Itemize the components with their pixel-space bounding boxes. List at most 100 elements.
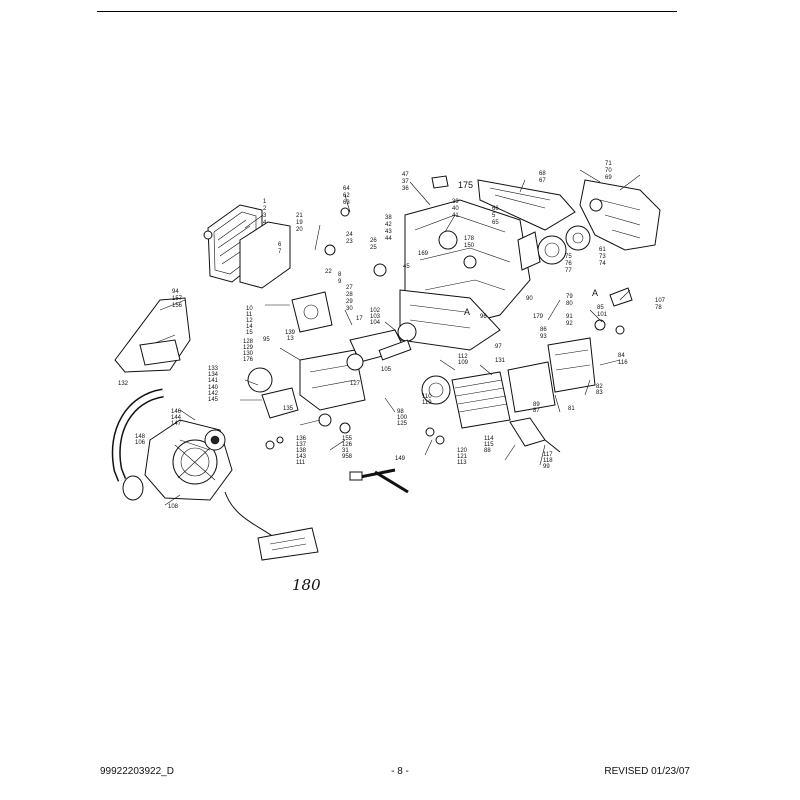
callout: 99 [543,464,550,470]
callout: 10 [246,306,253,312]
cylinder [421,371,511,429]
callout: 148 [135,434,146,440]
manual-decal [224,175,449,561]
callout: 39 [452,199,459,205]
callout: 1 [263,199,267,205]
starter-housing [144,419,233,501]
callout: 179 [533,314,544,320]
callout: 79 [566,294,573,300]
callout: 91 [566,314,573,320]
callout: 147 [171,421,182,427]
callout: 6 [278,242,282,248]
callout: 11 [246,312,253,318]
marker-a: A [464,307,470,317]
callout: 169 [418,251,429,257]
callout: 96 [480,314,487,320]
callout: 31 [342,448,349,454]
callout: 150 [464,243,475,249]
callout: 3 [263,213,267,219]
callout: 85 [597,305,604,311]
handwritten-label: 180 [292,576,321,594]
callout: 19 [296,220,303,226]
callout: 140 [208,385,219,391]
callout: 61 [599,247,606,253]
crankcase [399,199,531,351]
callout: 4 [263,220,267,226]
callout: 69 [605,175,612,181]
callout: 98 [397,409,404,415]
callout: 37 [402,179,409,185]
callout-175: 175 [458,180,473,190]
callout: 65 [492,220,499,226]
callout: 88 [484,448,491,454]
callout: 119 [422,400,432,406]
callout: 120 [457,448,468,454]
callout: 75 [565,254,572,260]
callout: 132 [118,381,129,387]
scrench-tool [349,468,409,494]
callout: 94 [172,289,179,295]
callout: 143 [296,454,307,460]
ignition-coil [509,417,561,453]
callout: 116 [618,360,628,366]
footer-page-number: - 8 - [391,766,409,777]
callout: 62 [343,193,350,199]
callout: 130 [243,351,254,357]
callout: 178 [464,236,475,242]
callout: 136 [296,436,307,442]
callout: 135 [283,406,294,412]
callout: 73 [599,254,606,260]
callout: 68 [539,171,546,177]
callout: 142 [208,391,219,397]
callout: 117 [543,452,553,458]
callout: 29 [346,299,353,305]
callout: 38 [385,215,392,221]
muffler [507,337,596,413]
callout: 9 [338,279,342,285]
callout: 125 [397,421,408,427]
callout: 127 [350,381,361,387]
callout: 42 [385,222,392,228]
callout: 156 [172,303,183,309]
leader-lines [159,169,641,506]
callout: 141 [208,378,219,384]
callout: 63 [343,200,350,206]
callout: 20 [296,227,303,233]
callout: 44 [385,236,392,242]
callout: 64 [343,186,350,192]
front-hand-guard [114,297,191,373]
callout-labels: 71 70 69 68 67 47 37 36 64 62 63 1 2 3 4… [118,161,666,510]
callout: 36 [402,186,409,192]
clutch-assembly [517,225,591,271]
callout: 81 [568,406,575,412]
callout: 23 [346,239,353,245]
chain-guard [477,179,661,251]
callout: 12 [246,318,253,324]
callout: 26 [370,238,377,244]
callout: 82 [596,384,603,390]
callout: 22 [325,269,332,275]
callout: 7 [278,249,282,255]
callout: 71 [605,161,612,167]
callout: 45 [403,264,410,270]
callout: 78 [655,305,662,311]
callout: 106 [135,440,146,446]
callout: 30 [346,306,353,312]
callout: 134 [208,372,219,378]
callout: 74 [599,261,606,267]
callout: 40 [452,206,459,212]
crankshaft [346,322,417,371]
callout: 113 [457,460,467,466]
callout: 70 [605,168,612,174]
callout: 76 [565,261,572,267]
callout: 104 [370,320,381,326]
callout: 2 [263,206,267,212]
callout: 109 [458,360,469,366]
callout: 28 [346,292,353,298]
callout: 100 [397,415,408,421]
callout: 5 [492,213,496,219]
footer-part-number: 99922203922_D [100,766,174,777]
callout: 155 [342,436,353,442]
callout: 17 [356,316,363,322]
